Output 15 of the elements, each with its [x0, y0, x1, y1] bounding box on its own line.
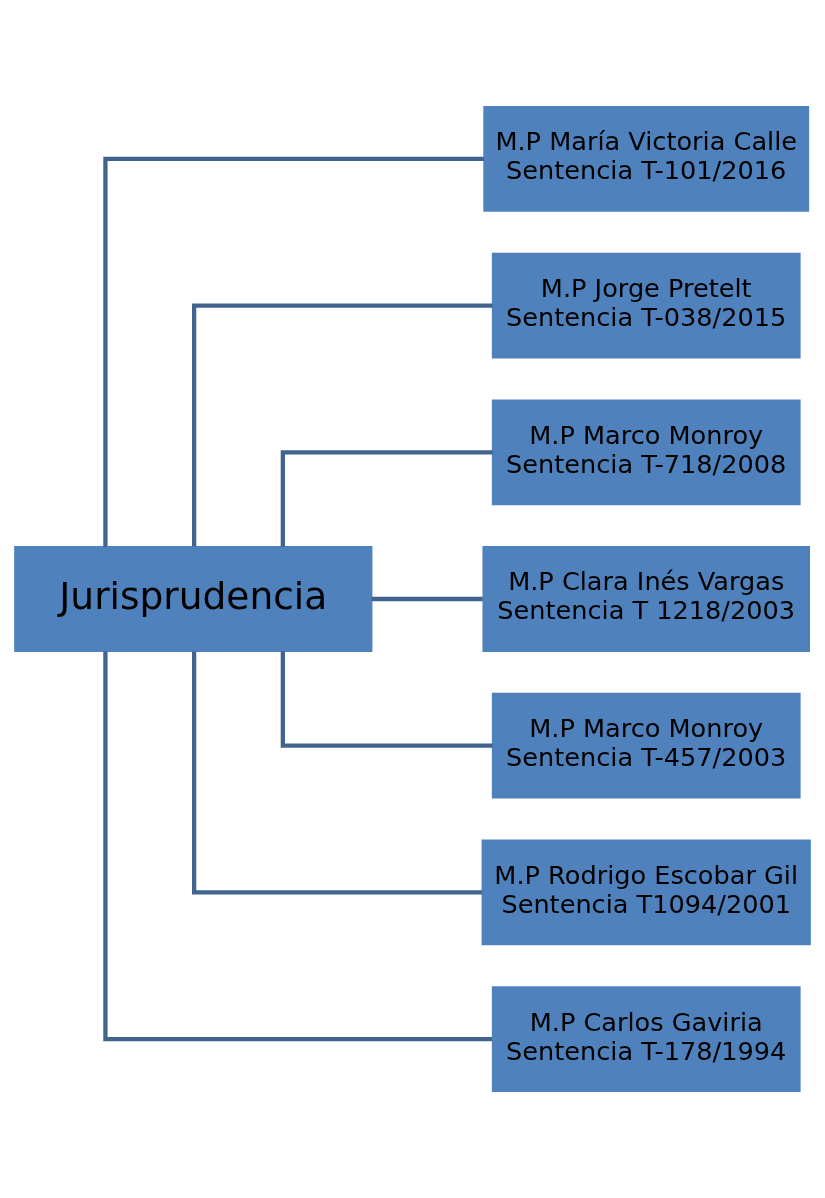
node-box: M.P Carlos Gaviria Sentencia T-178/1994: [491, 986, 801, 1093]
connector: [103, 156, 484, 547]
node-box: M.P Marco Monroy Sentencia T-718/2008: [491, 399, 801, 506]
connector: [371, 596, 483, 602]
connector: [192, 651, 483, 895]
node-box: Jurisprudencia: [14, 546, 373, 652]
node-box: M.P Clara Inés Vargas Sentencia T 1218/2003: [482, 546, 810, 652]
node-box: M.P Jorge Pretelt Sentencia T-038/2015: [491, 252, 801, 359]
node-box: M.P Marco Monroy Sentencia T-457/2003: [491, 692, 801, 799]
connector: [280, 450, 493, 547]
connector: [280, 651, 493, 748]
node-box: M.P María Victoria Calle Sentencia T-101/2016: [483, 105, 810, 212]
node-box: M.P Rodrigo Escobar Gil Sentencia T1094/2001: [481, 839, 811, 946]
connector: [192, 303, 493, 547]
connector: [103, 651, 492, 1042]
